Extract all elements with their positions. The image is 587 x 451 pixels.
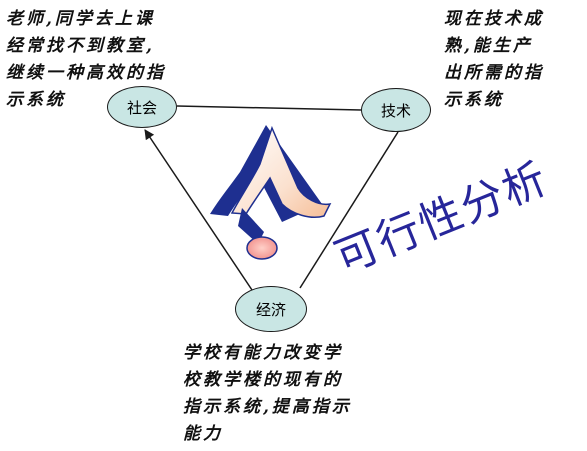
society-note-line: 老师,同学去上课 [6, 9, 155, 29]
society-note-line: 继续一种高效的指 [6, 63, 166, 83]
node-tech: 技术 [361, 88, 431, 132]
economy-note-line: 学校有能力改变学 [183, 343, 343, 363]
tech-note: 现在技术成 熟,能生产 出所需的指 示系统 [444, 6, 544, 114]
tech-note-line: 现在技术成 [444, 9, 544, 29]
economy-note-line: 校教学楼的现有的 [183, 370, 343, 390]
logo-stroke [238, 208, 264, 244]
society-note-line: 经常找不到教室, [6, 36, 155, 56]
logo-dot [246, 236, 278, 260]
economy-note-line: 能力 [183, 424, 223, 444]
node-economy: 经济 [235, 286, 307, 332]
edge-society-tech [176, 105, 362, 111]
society-note: 老师,同学去上课 经常找不到教室, 继续一种高效的指 示系统 [6, 6, 166, 114]
node-society: 社会 [107, 86, 177, 128]
logo-sheet [230, 125, 332, 218]
economy-note: 学校有能力改变学 校教学楼的现有的 指示系统,提高指示 能力 [183, 340, 352, 448]
question-mark-logo [210, 125, 332, 260]
edge-tech-economy [299, 131, 399, 289]
tech-note-line: 示系统 [444, 90, 504, 110]
economy-note-line: 指示系统,提高指示 [183, 397, 352, 417]
edge-economy-society-arrow [144, 129, 253, 291]
society-note-line: 示系统 [6, 90, 66, 110]
tech-note-line: 出所需的指 [444, 63, 544, 83]
tech-note-line: 熟,能生产 [444, 36, 533, 56]
